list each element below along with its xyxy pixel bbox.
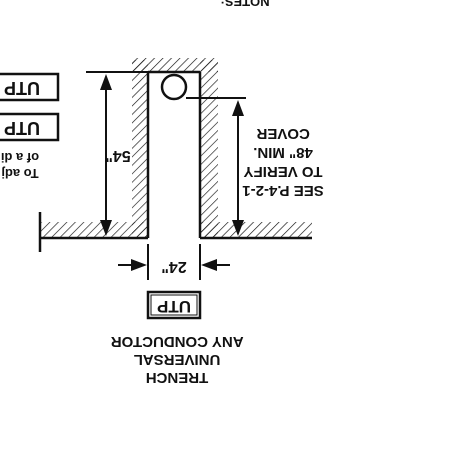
cover-note-line-1: SEE P.4-2-1 <box>242 182 323 199</box>
conduit-circle <box>160 73 188 101</box>
width-dimension <box>118 244 230 280</box>
utp-tag-upper-text: UTP <box>4 78 40 98</box>
soil-hatching <box>40 58 312 238</box>
trench-caption-line-1: ANY CONDUCTOR <box>111 333 244 350</box>
depth-dimension <box>86 71 148 236</box>
trench-caption-line-3: TRENCH <box>146 369 209 386</box>
depth-label: 54" <box>105 147 130 164</box>
trench-caption: ANY CONDUCTOR UNIVERSAL TRENCH <box>111 333 244 386</box>
width-label: 24" <box>161 258 186 275</box>
trench-utp-tag-text: UTP <box>157 297 191 316</box>
cover-dimension <box>186 97 246 236</box>
utp-tag-upper: UTP <box>0 72 60 102</box>
trench-outline <box>38 70 312 252</box>
cover-note-line-3: 48" MIN. <box>253 144 313 161</box>
cover-note-line-4: COVER <box>256 125 310 142</box>
utp-tag-lower-text: UTP <box>4 118 40 138</box>
cover-note-line-2: TO VERIFY <box>244 163 323 180</box>
side-note-line-1: To adj <box>1 166 38 181</box>
utp-tag-lower: UTP <box>0 112 60 142</box>
cover-note: SEE P.4-2-1 TO VERIFY 48" MIN. COVER <box>242 125 323 199</box>
notes-heading: NOTES: <box>220 0 269 9</box>
trench-utp-tag: UTP <box>146 290 202 320</box>
side-note-line-2: of a di <box>1 150 39 165</box>
trench-caption-line-2: UNIVERSAL <box>134 351 221 368</box>
